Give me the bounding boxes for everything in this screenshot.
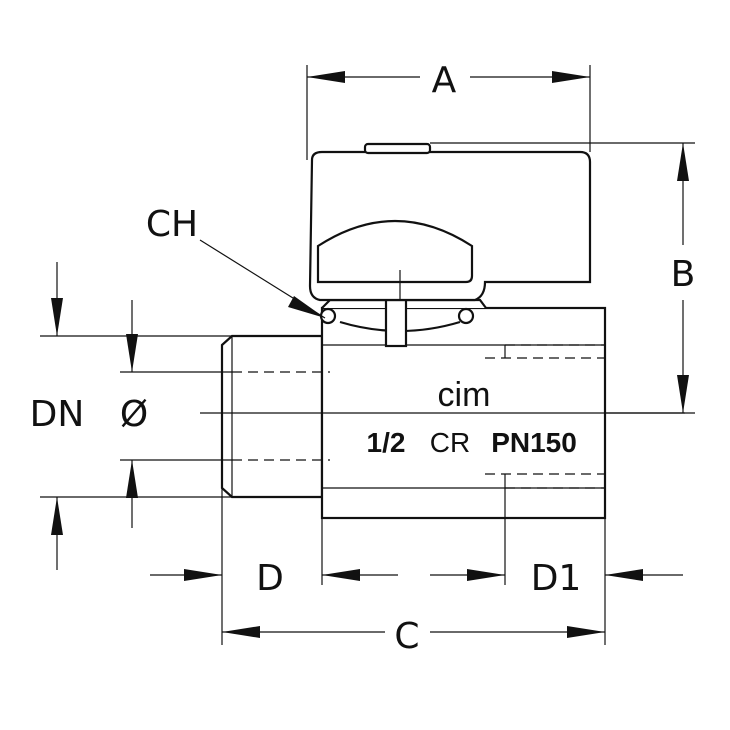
label-d1: D1 — [531, 558, 582, 599]
label-ch: CH — [146, 204, 198, 245]
handle-recess — [316, 219, 474, 284]
male-thread-end — [220, 334, 324, 499]
label-c: C — [394, 616, 419, 657]
label-b: B — [671, 254, 696, 295]
stem-screw-left — [319, 307, 337, 325]
brand-marking: cim — [438, 376, 491, 414]
dimension-dn: DN — [30, 262, 85, 570]
label-diameter: Ø — [120, 394, 148, 435]
callout-ch: CH — [146, 204, 326, 319]
certification-logo: CR — [430, 427, 470, 458]
dimension-d: D — [150, 558, 398, 599]
hidden-lines — [232, 344, 605, 489]
label-dn: DN — [30, 394, 85, 435]
dimension-c: C — [222, 616, 605, 657]
body-markings: cim 1/2 CR PN150 — [367, 376, 577, 458]
handle-top-tab — [363, 142, 432, 155]
label-a: A — [432, 60, 457, 101]
valve-body — [220, 298, 607, 520]
dimension-b: B — [671, 143, 696, 413]
butterfly-handle — [308, 142, 592, 302]
dimension-a: A — [307, 60, 590, 101]
size-marking: 1/2 — [367, 427, 406, 458]
label-d: D — [256, 558, 284, 599]
ch-leader-arrow — [288, 296, 325, 318]
stem — [384, 298, 408, 348]
pressure-marking: PN150 — [491, 427, 577, 458]
stem-screw-right — [457, 307, 475, 325]
dimension-diameter: Ø — [120, 300, 148, 528]
dimension-d1: D1 — [430, 558, 683, 599]
